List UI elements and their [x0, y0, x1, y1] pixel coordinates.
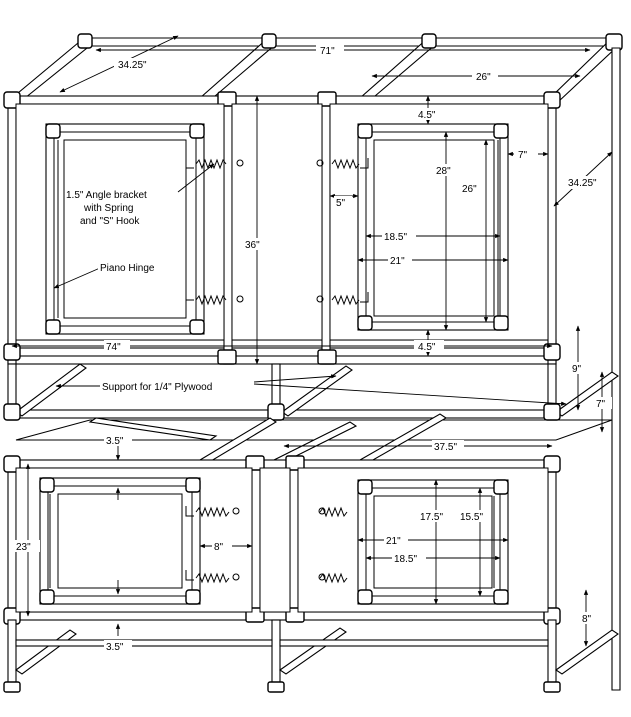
label-upper-inner-width: 18.5"	[384, 232, 407, 243]
label-upper-margin-top: 4.5"	[418, 110, 436, 121]
label-bracket-note-1: 1.5" Angle bracket	[66, 190, 147, 201]
label-top-width: 71"	[320, 46, 335, 57]
upper-right-door	[357, 123, 509, 331]
label-piano-hinge: Piano Hinge	[100, 263, 155, 274]
label-upper-height: 36"	[245, 240, 260, 251]
upper-springs	[195, 158, 360, 306]
label-lower-half-width: 37.5"	[434, 442, 457, 453]
label-top-depth: 34.25"	[118, 60, 147, 71]
upper-left-door	[45, 123, 205, 335]
label-lower-door-width: 21"	[386, 536, 401, 547]
label-top-half-width: 26"	[476, 72, 491, 83]
label-lower-margin-top: 3.5"	[106, 436, 124, 447]
label-upper-inner-height: 26"	[462, 184, 477, 195]
label-upper-hinge-gap: 5"	[336, 198, 346, 209]
label-lower-margin-bottom: 3.5"	[106, 642, 124, 653]
lower-right-door	[357, 479, 509, 605]
lower-springs	[195, 506, 348, 584]
label-upper-margin-bottom: 4.5"	[418, 342, 436, 353]
label-right-depth: 34.25"	[568, 178, 597, 189]
label-lower-inner-width: 18.5"	[394, 554, 417, 565]
label-lower-door-height: 17.5"	[420, 512, 443, 523]
label-total-width: 74"	[106, 342, 121, 353]
label-leg-height: 8"	[582, 614, 592, 625]
lower-left-door	[39, 477, 201, 605]
upper-section	[3, 91, 561, 365]
label-upper-door-width: 21"	[390, 256, 405, 267]
label-lower-height: 23"	[16, 542, 31, 553]
label-bracket-note-2: with Spring	[83, 203, 133, 214]
label-bracket-note-3: and "S" Hook	[80, 216, 140, 227]
label-lower-inner-height: 15.5"	[460, 512, 483, 523]
base-legs	[3, 619, 619, 693]
label-mid-side: 7"	[596, 399, 606, 410]
dimension-labels: 34.25" 71" 26" 4.5" 7" 34.25" 28" 26" 5"…	[14, 44, 612, 653]
label-mid-height: 9"	[572, 364, 582, 375]
label-lower-hinge-gap: 8"	[214, 542, 224, 553]
dimension-lines	[11, 35, 613, 647]
label-upper-door-height: 28"	[436, 166, 451, 177]
middle-shelf	[3, 363, 619, 467]
label-plywood-note: Support for 1/4" Plywood	[102, 382, 212, 393]
label-upper-side-gap: 7"	[518, 150, 528, 161]
